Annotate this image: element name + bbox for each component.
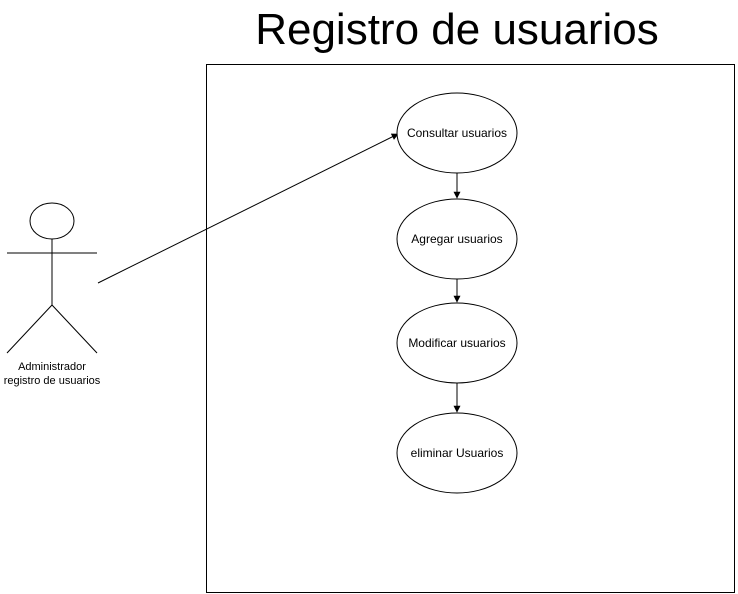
use-case-label: eliminar Usuarios xyxy=(411,446,504,460)
use-case-consultar: Consultar usuarios xyxy=(396,92,518,174)
actor-head xyxy=(29,202,75,240)
actor-left-leg xyxy=(6,304,53,354)
use-case-modificar: Modificar usuarios xyxy=(396,302,518,384)
use-case-eliminar: eliminar Usuarios xyxy=(396,412,518,494)
actor-figure xyxy=(6,202,98,354)
system-boundary xyxy=(206,64,735,593)
actor-right-leg xyxy=(51,304,98,354)
association-arrow xyxy=(97,133,399,284)
use-case-label: Agregar usuarios xyxy=(411,232,502,246)
use-case-agregar: Agregar usuarios xyxy=(396,198,518,280)
actor-label-line1: Administrador xyxy=(18,361,86,373)
use-case-label: Modificar usuarios xyxy=(408,336,505,350)
use-case-ellipse xyxy=(396,412,518,494)
diagram-title: Registro de usuarios xyxy=(255,5,659,54)
actor-label-line2: registro de usuarios xyxy=(4,375,101,387)
use-case-label: Consultar usuarios xyxy=(407,126,507,140)
